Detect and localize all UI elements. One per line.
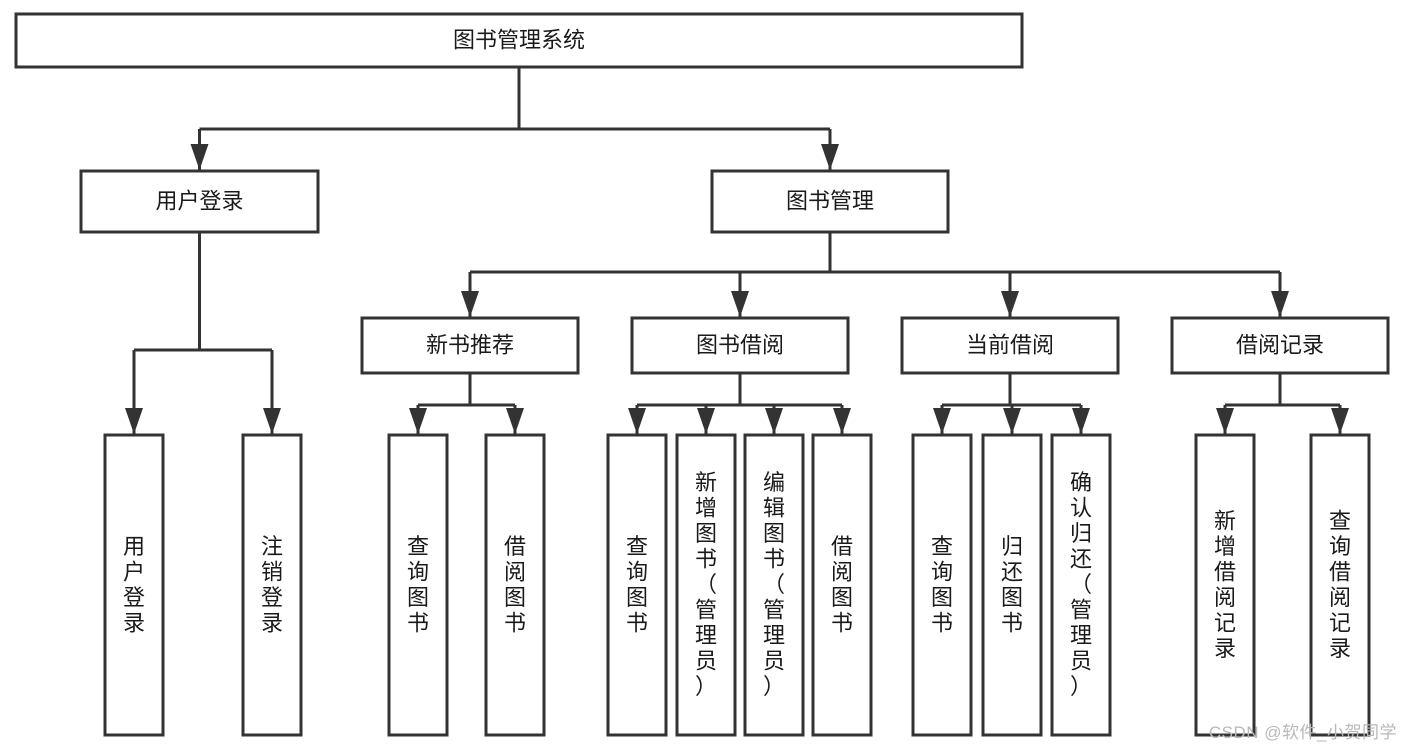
node-leaf-return-book-box[interactable] — [981, 433, 1043, 737]
l3-book-borrow-arrow-0 — [628, 408, 646, 434]
node-leaf-borrow-book-1-box[interactable] — [484, 433, 546, 737]
l3-book-borrow-arrow-2 — [765, 408, 783, 434]
node-leaf-borrow-book-1-label: 借阅图书 — [504, 534, 526, 636]
connector-layer — [125, 67, 1349, 434]
node-leaf-query-record-label: 查询借阅记录 — [1329, 508, 1351, 661]
node-new-book-recommend-box[interactable] — [360, 316, 580, 375]
node-user-login-box[interactable] — [79, 169, 320, 234]
node-leaf-query-book-1[interactable]: 查询图书 — [387, 433, 449, 737]
node-book-manage-box[interactable] — [710, 169, 950, 234]
l3-book-borrow-arrow-3 — [833, 408, 851, 434]
root-arrow-0 — [190, 144, 209, 170]
l3-new-book-recommend-arrow-0 — [409, 408, 427, 434]
node-layer: 图书管理系统用户登录图书管理新书推荐图书借阅当前借阅借阅记录用户登录注销登录查询… — [14, 12, 1390, 737]
node-leaf-add-book-box[interactable] — [675, 433, 737, 737]
node-current-borrow[interactable]: 当前借阅 — [900, 316, 1120, 375]
node-leaf-add-record[interactable]: 新增借阅记录 — [1194, 433, 1256, 737]
node-leaf-query-book-2-box[interactable] — [606, 433, 668, 737]
node-user-login-label: 用户登录 — [155, 188, 243, 213]
node-leaf-edit-book-box[interactable] — [743, 433, 805, 737]
node-leaf-query-book-3-label: 查询图书 — [931, 534, 953, 636]
root-arrow-1 — [821, 144, 839, 170]
node-new-book-recommend-label: 新书推荐 — [426, 332, 514, 357]
node-book-borrow-label: 图书借阅 — [696, 332, 784, 357]
l3-borrow-record-arrow-0 — [1216, 408, 1234, 434]
user-login-arrow-0 — [125, 408, 143, 434]
node-book-borrow-box[interactable] — [630, 316, 850, 375]
node-book-manage-label: 图书管理 — [786, 188, 874, 213]
node-leaf-user-logout-box[interactable] — [241, 433, 303, 737]
node-leaf-confirm-return-label: 确认归还（管理员） — [1070, 470, 1092, 699]
node-leaf-user-login-label: 用户登录 — [123, 534, 145, 636]
node-leaf-query-book-3[interactable]: 查询图书 — [911, 433, 973, 737]
node-leaf-borrow-book-2-box[interactable] — [811, 433, 873, 737]
node-leaf-add-record-label: 新增借阅记录 — [1214, 508, 1236, 661]
node-leaf-borrow-book-1[interactable]: 借阅图书 — [484, 433, 546, 737]
book-manage-arrow-3 — [1271, 291, 1289, 317]
l3-current-borrow-arrow-1 — [1003, 408, 1021, 434]
node-book-manage[interactable]: 图书管理 — [710, 169, 950, 234]
node-leaf-user-login[interactable]: 用户登录 — [103, 433, 165, 737]
l3-book-borrow-arrow-1 — [697, 408, 715, 434]
book-manage-arrow-0 — [461, 291, 479, 317]
node-leaf-confirm-return[interactable]: 确认归还（管理员） — [1050, 433, 1112, 737]
node-leaf-query-book-2-label: 查询图书 — [626, 534, 648, 636]
node-leaf-return-book-label: 归还图书 — [1001, 534, 1023, 636]
node-leaf-add-book[interactable]: 新增图书（管理员） — [675, 433, 737, 737]
book-manage-arrow-2 — [1001, 291, 1019, 317]
node-leaf-add-book-label: 新增图书（管理员） — [695, 470, 717, 699]
node-leaf-user-login-box[interactable] — [103, 433, 165, 737]
l3-borrow-record-arrow-1 — [1331, 408, 1349, 434]
node-leaf-query-book-3-box[interactable] — [911, 433, 973, 737]
watermark-label: CSDN @软件_小贺同学 — [1208, 723, 1397, 742]
node-leaf-query-record[interactable]: 查询借阅记录 — [1309, 433, 1371, 737]
node-leaf-borrow-book-2-label: 借阅图书 — [831, 534, 853, 636]
node-leaf-return-book[interactable]: 归还图书 — [981, 433, 1043, 737]
node-new-book-recommend[interactable]: 新书推荐 — [360, 316, 580, 375]
node-root-box[interactable] — [14, 12, 1024, 69]
node-root-label: 图书管理系统 — [453, 27, 585, 52]
node-user-login[interactable]: 用户登录 — [79, 169, 320, 234]
node-leaf-add-record-box[interactable] — [1194, 433, 1256, 737]
node-leaf-edit-book[interactable]: 编辑图书（管理员） — [743, 433, 805, 737]
l3-current-borrow-arrow-0 — [933, 408, 951, 434]
node-root[interactable]: 图书管理系统 — [14, 12, 1024, 69]
node-leaf-user-logout[interactable]: 注销登录 — [241, 433, 303, 737]
node-current-borrow-label: 当前借阅 — [966, 332, 1054, 357]
node-borrow-record[interactable]: 借阅记录 — [1170, 316, 1390, 375]
node-book-borrow[interactable]: 图书借阅 — [630, 316, 850, 375]
node-leaf-query-record-box[interactable] — [1309, 433, 1371, 737]
node-borrow-record-box[interactable] — [1170, 316, 1390, 375]
book-manage-arrow-1 — [731, 291, 749, 317]
node-leaf-query-book-1-box[interactable] — [387, 433, 449, 737]
node-borrow-record-label: 借阅记录 — [1236, 332, 1324, 357]
l3-current-borrow-arrow-2 — [1072, 408, 1090, 434]
node-current-borrow-box[interactable] — [900, 316, 1120, 375]
l3-new-book-recommend-arrow-1 — [506, 408, 524, 434]
node-leaf-query-book-2[interactable]: 查询图书 — [606, 433, 668, 737]
node-leaf-query-book-1-label: 查询图书 — [407, 534, 429, 636]
node-leaf-user-logout-label: 注销登录 — [261, 534, 283, 636]
node-leaf-edit-book-label: 编辑图书（管理员） — [763, 470, 785, 699]
user-login-arrow-1 — [263, 408, 281, 434]
node-leaf-borrow-book-2[interactable]: 借阅图书 — [811, 433, 873, 737]
node-leaf-confirm-return-box[interactable] — [1050, 433, 1112, 737]
